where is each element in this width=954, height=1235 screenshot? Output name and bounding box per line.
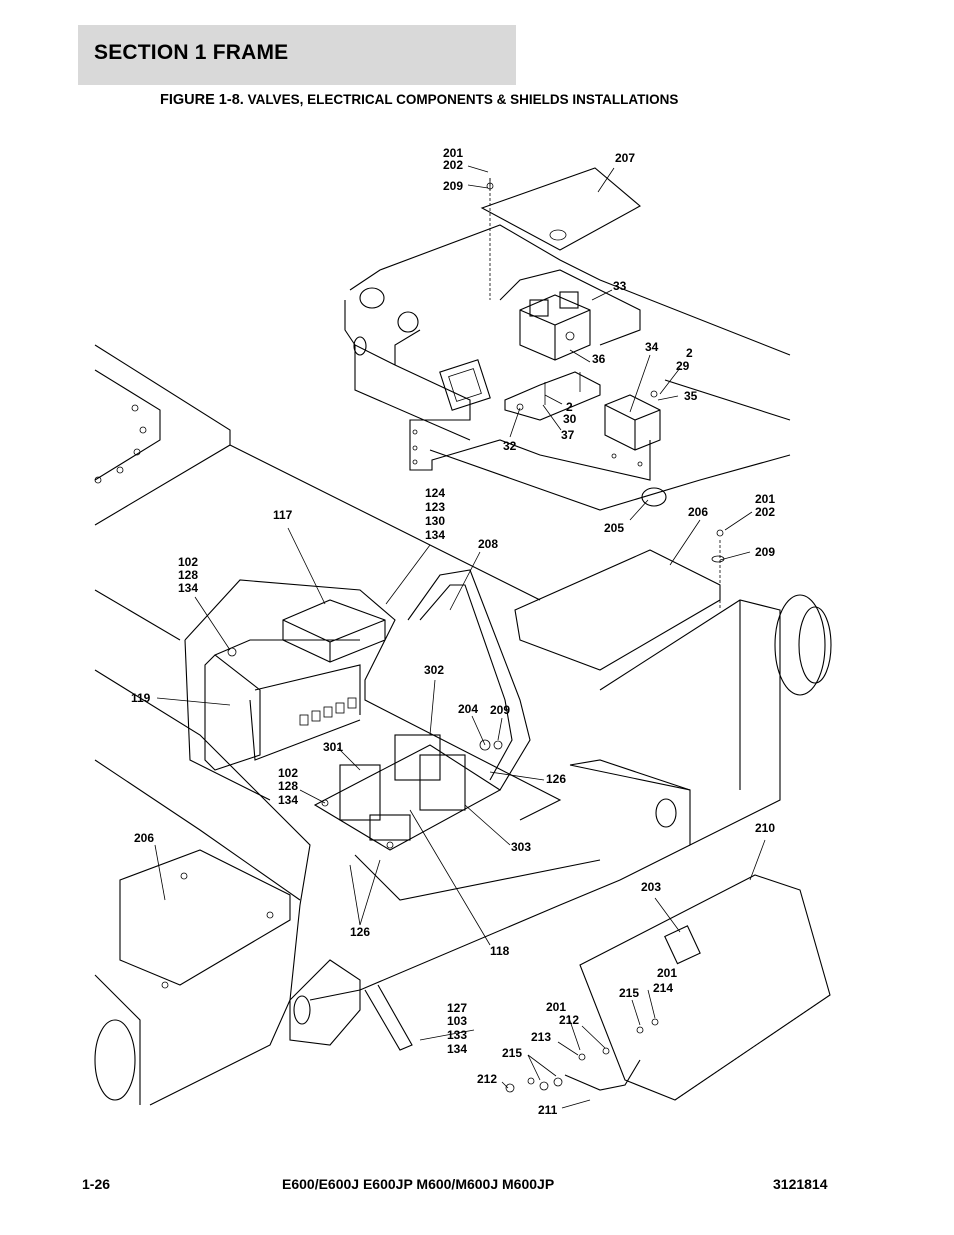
callout: 36 [592,352,606,366]
lanyard-211 [505,1047,641,1093]
callout: 210 [755,821,775,835]
callout: 126 [546,772,566,786]
shield-206-lower [119,849,291,989]
callout: 133 [447,1028,467,1042]
callout: 208 [478,537,498,551]
callout: 128 [278,779,298,793]
callout: 119 [131,691,151,705]
callout: 206 [134,831,154,845]
callout: 29 [676,359,690,373]
leader-lines [154,165,766,1109]
callout: 32 [503,439,517,453]
section-header-bar [78,25,516,85]
callout: 215 [502,1046,522,1060]
callout: 134 [447,1042,467,1056]
section-title: SECTION 1 FRAME [94,41,289,64]
plug-205 [641,487,667,507]
turntable [94,344,541,641]
callout: 134 [278,793,298,807]
callout: 117 [273,508,293,522]
valve-bracket-36 [504,371,601,421]
callout: 102 [278,766,298,780]
callout: 202 [443,158,463,172]
valve-block-33 [519,291,591,361]
electrical-box [184,579,562,821]
document-number: 3121814 [773,1176,828,1192]
callout: 127 [447,1001,467,1015]
callout: 301 [323,740,343,754]
callout: 2 [566,400,573,414]
callout: 34 [645,340,659,354]
callout: 203 [641,880,661,894]
model-list: E600/E600J E600JP M600/M600J M600JP [282,1176,555,1192]
figure-title: FIGURE 1-8. VALVES, ELECTRICAL COMPONENT… [160,92,678,108]
shield-206-upper [514,529,725,671]
callout: 209 [755,545,775,559]
callout: 201 [546,1000,566,1014]
figure-caption: VALVES, ELECTRICAL COMPONENTS & SHIELDS … [247,92,679,107]
callout: 2 [686,346,693,360]
callout: 201 [755,492,775,506]
upper-frame-bracket [344,224,791,511]
callout: 128 [178,568,198,582]
callout: 30 [563,412,577,426]
callout: 103 [447,1014,467,1028]
figure-label: FIGURE 1-8. [160,92,244,108]
callout: 35 [684,389,698,403]
main-frame [94,669,691,1106]
solenoid-valve-34 [604,390,661,451]
axle-housing [569,594,832,846]
callout: 202 [755,505,775,519]
callout: 205 [604,521,624,535]
callout: 201 [443,146,463,160]
strap-127 [364,984,413,1051]
callout-labels: 201 202 209 207 33 34 2 29 35 36 2 30 37… [131,146,775,1117]
callout: 126 [350,925,370,939]
callout: 209 [443,179,463,193]
access-door-210 [579,874,831,1101]
callout: 130 [425,514,445,528]
callout: 134 [178,581,198,595]
callout: 214 [653,981,673,995]
callout: 303 [511,840,531,854]
callout: 302 [424,663,444,677]
callout: 209 [490,703,510,717]
callout: 204 [458,702,478,716]
callout: 37 [561,428,575,442]
callout: 212 [559,1013,579,1027]
callout: 123 [425,500,445,514]
callout: 118 [490,944,510,958]
callout: 201 [657,966,677,980]
callout: 211 [538,1103,558,1117]
callout: 102 [178,555,198,569]
callout: 212 [477,1072,497,1086]
callout: 33 [613,279,627,293]
callout: 124 [425,486,445,500]
cover-plate-207 [480,167,641,300]
contactor-plate [313,734,503,851]
cable-guard-208 [407,569,531,791]
callout: 134 [425,528,445,542]
callout: 206 [688,505,708,519]
callout: 213 [531,1030,551,1044]
page-number: 1-26 [82,1176,111,1192]
callout: 207 [615,151,635,165]
controller-117 [282,599,386,663]
callout: 215 [619,986,639,1000]
